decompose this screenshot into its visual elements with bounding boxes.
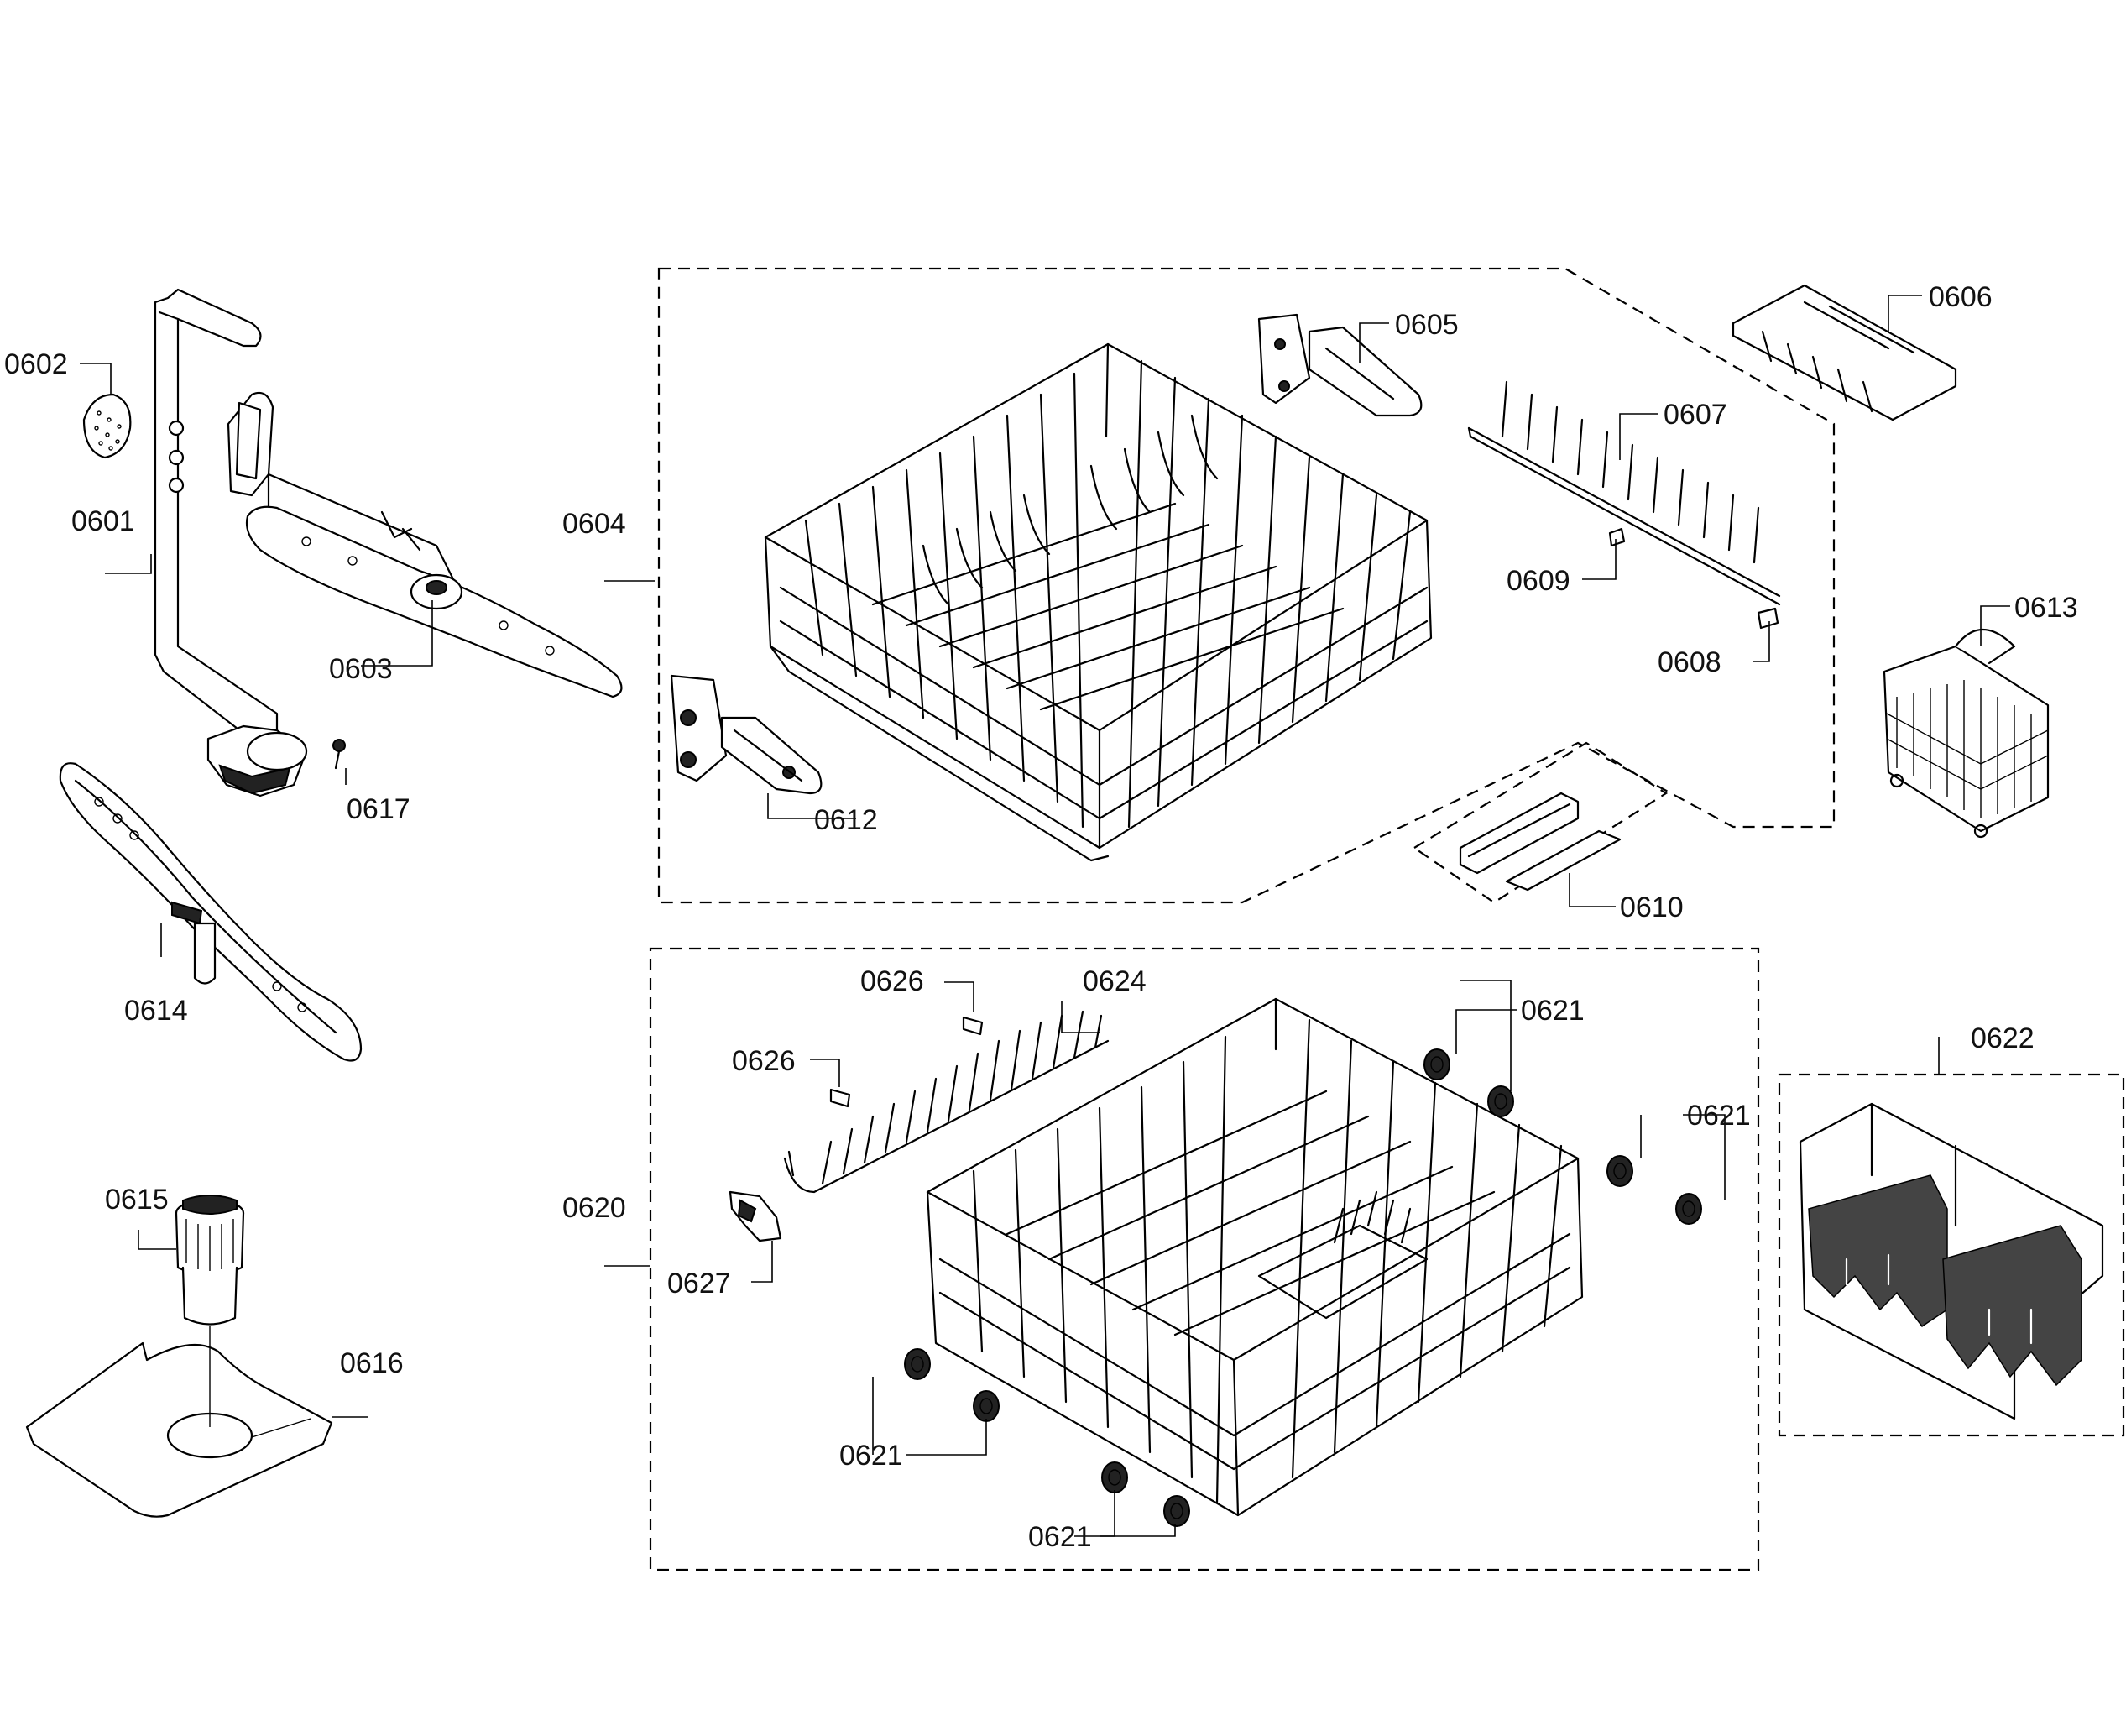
screw xyxy=(332,739,346,770)
lower-spray-arm xyxy=(59,762,363,1062)
tine-clip-upper xyxy=(962,1016,984,1036)
plate-tine-row xyxy=(1467,380,1781,630)
label-0614: 0614 xyxy=(124,995,188,1027)
label-0613: 0613 xyxy=(2014,592,2078,624)
label-0624: 0624 xyxy=(1083,965,1147,997)
label-0626-lower: 0626 xyxy=(732,1045,796,1077)
tine-clip-lower xyxy=(829,1088,851,1108)
label-0621-left: 0621 xyxy=(839,1440,903,1472)
basket-group-outline xyxy=(1778,1073,2125,1437)
silverware-basket xyxy=(1799,1102,2104,1420)
leader-lines xyxy=(80,295,2010,1537)
wheel-7 xyxy=(1101,1461,1128,1493)
label-0616: 0616 xyxy=(340,1347,404,1379)
wheel-3 xyxy=(1606,1155,1633,1187)
upper-spray-arm xyxy=(227,391,623,698)
wheel-8 xyxy=(1163,1495,1190,1527)
rack-handle-part xyxy=(1459,792,1622,892)
filter-cylinder xyxy=(175,1195,245,1326)
label-0627: 0627 xyxy=(667,1268,731,1299)
lower-dish-rack xyxy=(926,997,1584,1517)
label-0621-right: 0621 xyxy=(1687,1100,1751,1132)
label-0626-upper: 0626 xyxy=(860,965,924,997)
rack-wheels xyxy=(904,1048,1702,1527)
spray-nozzle xyxy=(82,393,132,459)
label-0622: 0622 xyxy=(1971,1022,2035,1054)
wheel-5 xyxy=(904,1348,931,1380)
label-0604: 0604 xyxy=(562,508,626,540)
label-0612: 0612 xyxy=(814,804,878,836)
lower-rack-group-outline xyxy=(649,947,1760,1571)
label-0606: 0606 xyxy=(1929,281,1993,313)
label-0615: 0615 xyxy=(105,1184,169,1216)
label-0620: 0620 xyxy=(562,1192,626,1224)
spray-arm-feed-tube xyxy=(154,288,308,797)
label-0621-bottom: 0621 xyxy=(1028,1521,1092,1553)
label-0609: 0609 xyxy=(1507,565,1570,597)
label-0610: 0610 xyxy=(1620,892,1684,923)
cutlery-holder xyxy=(1883,628,2050,839)
rack-adjuster-left xyxy=(670,674,823,795)
wheel-4 xyxy=(1675,1193,1702,1225)
upper-rack-group-outline xyxy=(657,267,1836,904)
label-0607: 0607 xyxy=(1664,399,1727,431)
cup-shelf xyxy=(1732,284,1957,421)
label-0621-top: 0621 xyxy=(1521,995,1585,1027)
label-0617: 0617 xyxy=(347,793,410,825)
upper-dish-rack xyxy=(764,342,1433,862)
label-0603: 0603 xyxy=(329,653,393,685)
tine-row-holder xyxy=(729,1190,782,1242)
wheel-6 xyxy=(973,1390,1000,1422)
fine-filter-plate xyxy=(25,1326,333,1518)
rack-adjuster-right xyxy=(1257,313,1423,417)
wheel-2 xyxy=(1487,1085,1514,1117)
label-0608: 0608 xyxy=(1658,646,1721,678)
label-0601: 0601 xyxy=(71,505,135,537)
label-0602: 0602 xyxy=(4,348,68,380)
lower-tine-row xyxy=(783,1010,1110,1194)
wheel-1 xyxy=(1423,1048,1450,1080)
label-0605: 0605 xyxy=(1395,309,1459,341)
cutlery-tray-group-outline xyxy=(1412,741,1669,904)
